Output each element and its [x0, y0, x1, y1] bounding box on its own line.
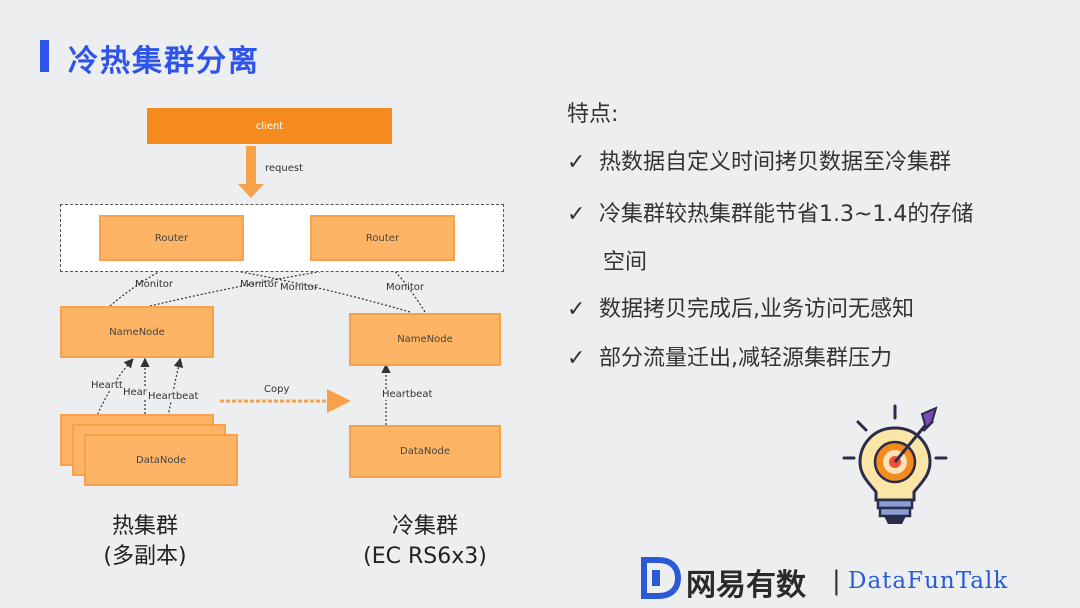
hot-cluster-subtitle: (多副本)	[103, 544, 187, 569]
request-arrow-shaft	[246, 146, 256, 184]
hot-cluster-label: 热集群 (多副本)	[80, 512, 210, 572]
feature-item-2-continuation: 空间	[603, 250, 648, 275]
lightbulb-target-icon	[842, 404, 948, 524]
cold-cluster-label: 冷集群 (EC RS6x3)	[345, 512, 505, 572]
copy-label: Copy	[264, 384, 290, 395]
feature-item-2-text: 冷集群较热集群能节省1.3~1.4的存储	[599, 202, 974, 227]
namenode-hot: NameNode	[60, 306, 214, 358]
namenode-cold: NameNode	[349, 313, 501, 366]
feature-item-1-text: 热数据自定义时间拷贝数据至冷集群	[599, 150, 952, 175]
page-title: 冷热集群分离	[68, 44, 260, 79]
logo-separator: |	[832, 566, 841, 596]
logo-en: DataFunTalk	[848, 568, 1009, 594]
request-label: request	[265, 163, 304, 174]
datanode-hot-label: DataNode	[136, 454, 186, 466]
title-accent-bar	[40, 40, 49, 72]
heartbeat-label-2: Hear	[123, 387, 147, 398]
features-title: 特点:	[567, 102, 619, 127]
monitor-label-3: Monitor	[280, 282, 319, 293]
router-right: Router	[310, 215, 455, 261]
feature-item-2: ✓ 冷集群较热集群能节省1.3~1.4的存储	[567, 196, 973, 228]
cold-cluster-subtitle: (EC RS6x3)	[363, 544, 487, 569]
router-left-label: Router	[154, 232, 189, 244]
check-icon: ✓	[567, 297, 586, 322]
namenode-cold-label: NameNode	[397, 334, 453, 345]
feature-item-3-text: 数据拷贝完成后,业务访问无感知	[599, 297, 914, 322]
hot-cluster-title: 热集群	[111, 514, 178, 539]
datanode-cold-label: DataNode	[400, 446, 450, 457]
router-right-label: Router	[365, 232, 400, 244]
client-label: client	[255, 120, 284, 132]
feature-item-3: ✓ 数据拷贝完成后,业务访问无感知	[567, 291, 914, 323]
check-icon: ✓	[567, 150, 586, 175]
datanode-hot: DataNode	[84, 434, 238, 486]
namenode-hot-label: NameNode	[109, 326, 165, 338]
request-arrow-head	[238, 184, 264, 198]
feature-item-4-text: 部分流量迁出,减轻源集群压力	[599, 346, 892, 371]
router-left: Router	[99, 215, 244, 261]
monitor-label-4: Monitor	[386, 282, 425, 293]
datafun-logo-icon	[641, 557, 682, 599]
feature-item-1: ✓ 热数据自定义时间拷贝数据至冷集群	[567, 144, 951, 176]
feature-item-4: ✓ 部分流量迁出,减轻源集群压力	[567, 340, 892, 372]
check-icon: ✓	[567, 202, 586, 227]
monitor-label-2: Monitor	[240, 279, 279, 290]
logo-cn: 网易有数	[686, 568, 806, 603]
heartbeat-label-cold: Heartbeat	[382, 389, 433, 400]
datanode-cold: DataNode	[349, 425, 501, 478]
cold-cluster-title: 冷集群	[391, 514, 458, 539]
heartbeat-label-3: Heartbeat	[148, 391, 199, 402]
heartbeat-label-1: Heartt	[91, 380, 123, 391]
client-box: client	[147, 108, 392, 144]
check-icon: ✓	[567, 346, 586, 371]
monitor-label-1: Monitor	[135, 279, 174, 290]
